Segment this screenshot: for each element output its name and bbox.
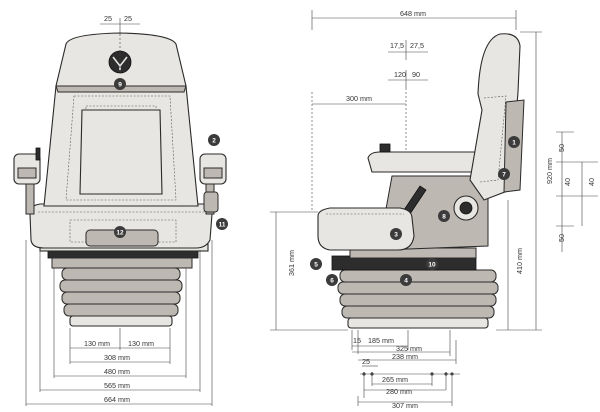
dim-185: 185 mm bbox=[368, 336, 394, 345]
dim-base-inner-right: 130 mm bbox=[128, 339, 154, 348]
dim-base-inner-left: 130 mm bbox=[84, 339, 110, 348]
side-view: 1 3 4 5 6 7 8 10 648 mm 17,5 27,5 120 90 bbox=[270, 9, 598, 410]
callout-label: 12 bbox=[116, 229, 124, 236]
dim-50-top: 50 bbox=[557, 144, 566, 152]
dim-90: 90 bbox=[412, 70, 420, 79]
callout-label: 8 bbox=[442, 213, 446, 220]
dim-width-664: 664 mm bbox=[104, 395, 130, 404]
front-seat-cushion bbox=[29, 203, 213, 249]
front-left-armrest bbox=[13, 147, 41, 215]
side-callouts: 1 3 4 5 6 7 8 10 bbox=[310, 136, 520, 286]
callout-label: 7 bbox=[502, 171, 506, 178]
side-bellows bbox=[337, 269, 499, 329]
dim-50-bottom: 50 bbox=[557, 234, 566, 242]
dim-40-a: 40 bbox=[587, 178, 596, 186]
dim-15: 15 bbox=[353, 336, 361, 345]
dim-280: 280 mm bbox=[386, 387, 412, 396]
dim-300: 300 mm bbox=[346, 94, 372, 103]
callout-label: 2 bbox=[212, 137, 216, 144]
dim-648: 648 mm bbox=[400, 9, 426, 18]
front-view: 9 2 11 12 25 25 130 mm 130 mm 308 mm bbox=[13, 14, 228, 406]
dim-25: 25 bbox=[362, 357, 370, 366]
dim-410: 410 mm bbox=[515, 248, 524, 274]
dim-307: 307 mm bbox=[392, 401, 418, 410]
dim-920: 920 mm bbox=[545, 158, 554, 184]
front-back-panel bbox=[79, 109, 163, 195]
dim-40-b: 40 bbox=[563, 178, 572, 186]
dim-120: 120 bbox=[394, 70, 406, 79]
callout-label: 1 bbox=[512, 139, 516, 146]
dim-265: 265 mm bbox=[382, 375, 408, 384]
front-side-lever bbox=[203, 191, 219, 213]
side-dimensions: 648 mm 17,5 27,5 120 90 300 mm 361 mm 41… bbox=[270, 9, 598, 410]
dim-top-right: 25 bbox=[124, 14, 132, 23]
dim-width-565: 565 mm bbox=[104, 381, 130, 390]
callout-label: 4 bbox=[404, 277, 408, 284]
front-bellows bbox=[59, 267, 183, 327]
front-dimensions: 25 25 130 mm 130 mm 308 mm 480 mm 565 mm bbox=[25, 14, 213, 406]
callout-label: 5 bbox=[314, 261, 318, 268]
dim-27-5: 27,5 bbox=[410, 41, 424, 50]
callout-label: 3 bbox=[394, 231, 398, 238]
dim-base-308: 308 mm bbox=[104, 353, 130, 362]
dim-325: 325 mm bbox=[396, 344, 422, 353]
front-callouts: 9 2 11 12 bbox=[114, 78, 228, 238]
dim-top-left: 25 bbox=[104, 14, 112, 23]
callout-label: 6 bbox=[330, 277, 334, 284]
callout-label: 10 bbox=[428, 261, 436, 268]
dim-238: 238 mm bbox=[392, 352, 418, 361]
dim-361: 361 mm bbox=[287, 250, 296, 276]
dim-17-5: 17,5 bbox=[390, 41, 404, 50]
callout-label: 9 bbox=[118, 81, 122, 88]
side-seat-cushion bbox=[317, 207, 415, 251]
callout-label: 11 bbox=[219, 221, 226, 228]
dim-width-480: 480 mm bbox=[104, 367, 130, 376]
